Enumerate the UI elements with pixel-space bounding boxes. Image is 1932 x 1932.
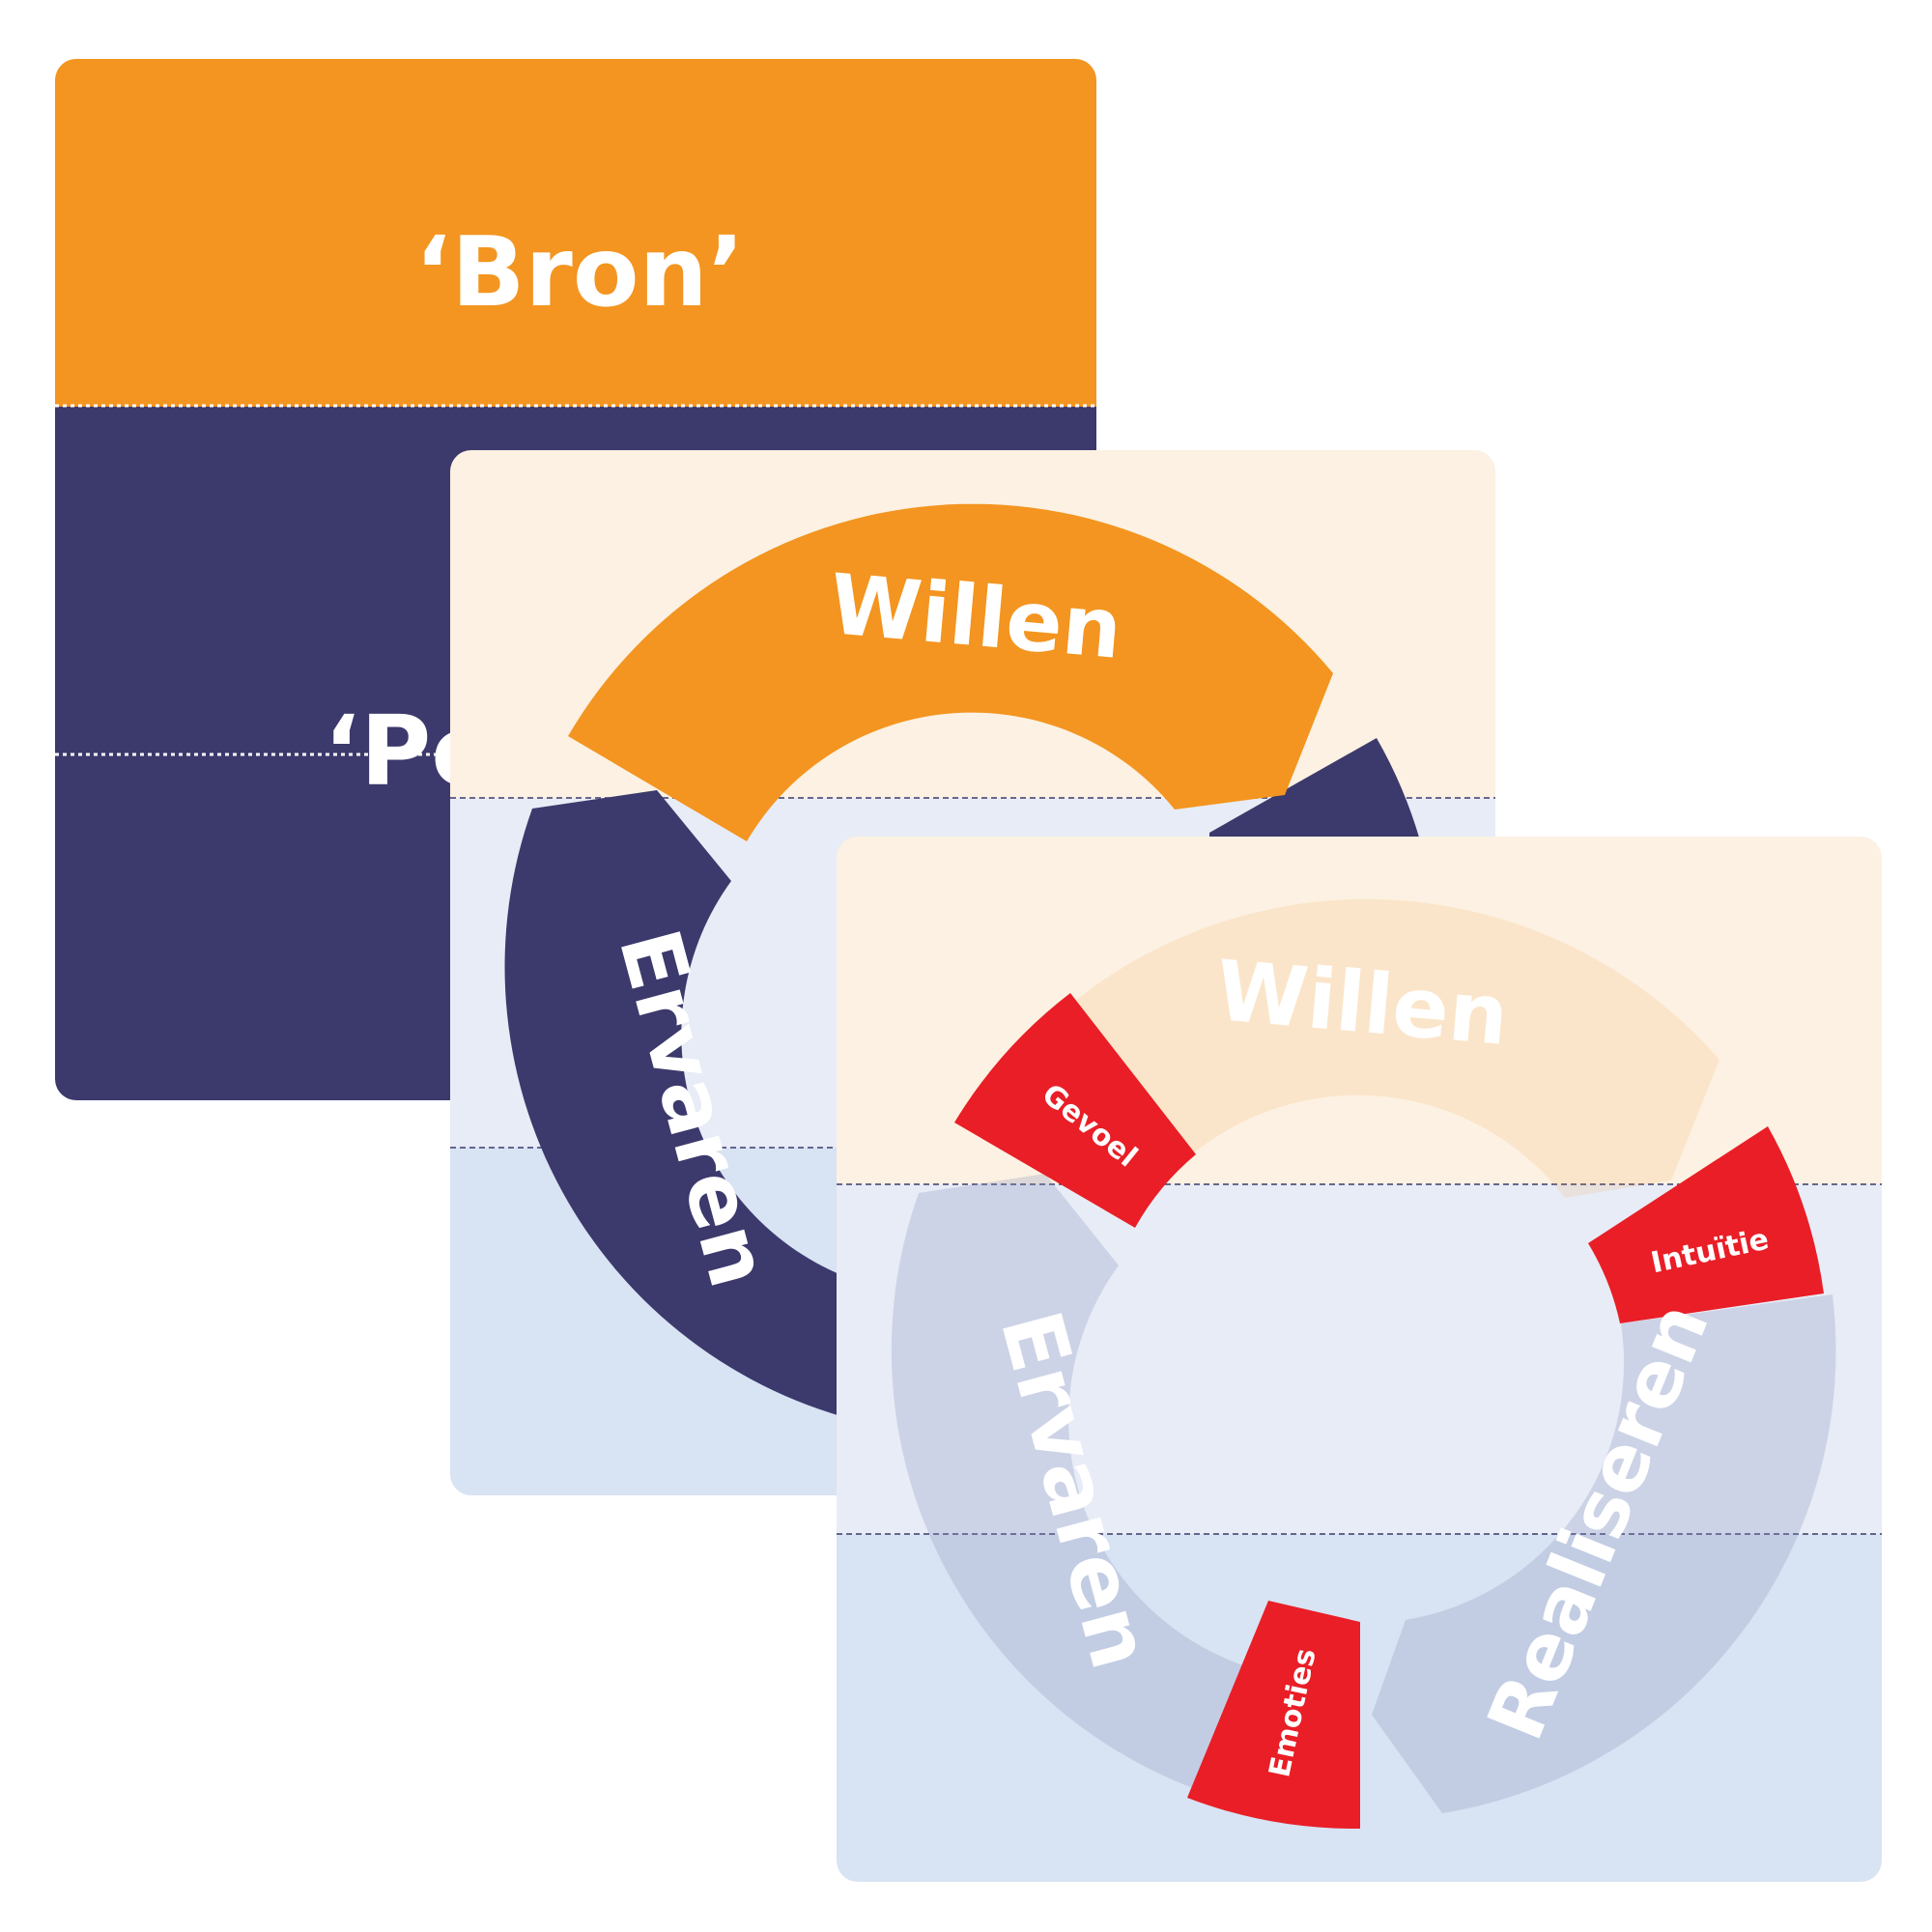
front-card: Willen Ervaren Realiseren Gevoel Intuïti… (837, 837, 1882, 1882)
front-ring-segment-realiseren (1372, 1294, 1836, 1813)
middle-ring-segment-ervaren (504, 790, 867, 1423)
tag-gevoel (954, 993, 1196, 1228)
back-card-top-label: ‘Bron’ (414, 215, 744, 328)
tag-intuitie (1588, 1126, 1824, 1323)
front-ring-segment-willen (1070, 898, 1719, 1225)
front-ring-segment-ervaren (891, 1174, 1253, 1806)
tag-emoties (1187, 1601, 1360, 1830)
middle-ring-segment-willen (568, 503, 1333, 841)
middle-ring-segment-right (1209, 738, 1420, 840)
back-card-top-band (55, 59, 1096, 407)
